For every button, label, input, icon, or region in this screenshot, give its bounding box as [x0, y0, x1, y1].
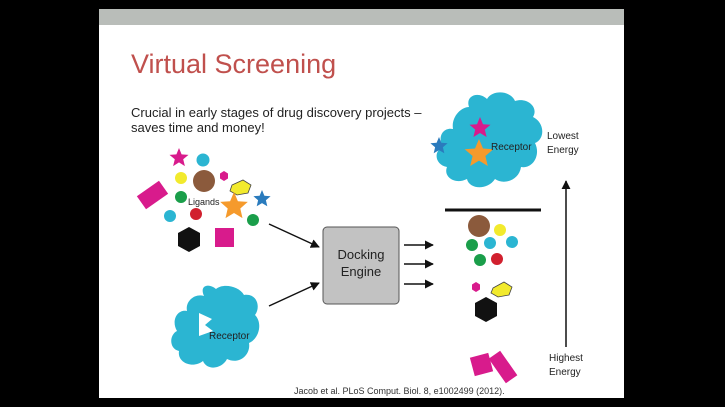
arrow-ligands-to-engine: [268, 223, 320, 248]
docking-engine-label-line2: Engine: [341, 264, 381, 279]
slide: Virtual Screening Crucial in early stage…: [99, 9, 624, 398]
ranked-green-circle: [466, 239, 478, 251]
receptor-top-label: Receptor: [491, 142, 532, 153]
ligand-cyan-circle-2: [164, 210, 176, 222]
citation: Jacob et al. PLoS Comput. Biol. 8, e1002…: [294, 386, 505, 396]
ranked-magenta-hexagon: [472, 282, 480, 292]
virtual-screening-diagram: Ligands Receptor Docking Engine Receptor: [136, 92, 583, 384]
docking-engine-label-line1: Docking: [338, 247, 385, 262]
receptor-top-blob: [436, 92, 543, 188]
lowest-energy-label-line2: Energy: [547, 145, 579, 156]
ligand-star-blue: [253, 190, 271, 207]
ranked-brown-circle: [468, 215, 490, 237]
ligands-label: Ligands: [188, 197, 220, 207]
ranked-black-hexagon: [475, 297, 497, 322]
docked-star-orange: [464, 139, 494, 166]
free-star-blue: [430, 137, 448, 154]
ligand-green-circle-2: [247, 214, 259, 226]
ranked-cyan-circle: [484, 237, 496, 249]
ligand-cluster: Ligands: [136, 148, 271, 252]
highest-energy-label-line1: Highest: [549, 353, 583, 364]
ligand-red-circle: [190, 208, 202, 220]
docking-engine-box: [322, 226, 400, 305]
ranked-magenta-square: [469, 352, 494, 377]
ligand-magenta-bar: [136, 180, 169, 210]
receptor-bottom: Receptor: [171, 285, 260, 368]
ranked-ligands: [466, 215, 518, 384]
ligand-brown-circle: [193, 170, 215, 192]
receptor-binding-notch: [199, 313, 213, 336]
ligand-yellow-circle: [175, 172, 187, 184]
ranked-green-circle-2: [474, 254, 486, 266]
ligand-black-hexagon: [178, 227, 200, 252]
ligand-star-orange: [220, 192, 248, 219]
ligand-magenta-square: [215, 228, 234, 247]
slide-title: Virtual Screening: [131, 49, 337, 79]
ligand-magenta-hexagon: [220, 171, 228, 181]
highest-energy-label-line2: Energy: [549, 367, 581, 378]
ranked-magenta-bar: [488, 350, 518, 384]
docked-star-magenta: [469, 117, 491, 137]
ligand-green-circle: [175, 191, 187, 203]
receptor-top: Receptor: [436, 92, 543, 188]
receptor-label: Receptor: [209, 331, 250, 342]
slide-top-bar: [99, 9, 624, 25]
ranked-yellow-hexagon: [490, 281, 513, 298]
ligand-yellow-hexagon: [229, 179, 252, 196]
ranked-red-circle: [491, 253, 503, 265]
ranked-cyan-circle-2: [506, 236, 518, 248]
slide-subtitle: Crucial in early stages of drug discover…: [131, 105, 422, 135]
ligand-star-magenta: [169, 148, 189, 167]
ranked-yellow-circle: [494, 224, 506, 236]
docking-engine: Docking Engine: [322, 226, 400, 305]
ligand-cyan-circle: [196, 153, 210, 167]
receptor-blob: [171, 285, 260, 368]
lowest-energy-label-line1: Lowest: [547, 131, 579, 142]
arrow-receptor-to-engine: [268, 282, 320, 307]
